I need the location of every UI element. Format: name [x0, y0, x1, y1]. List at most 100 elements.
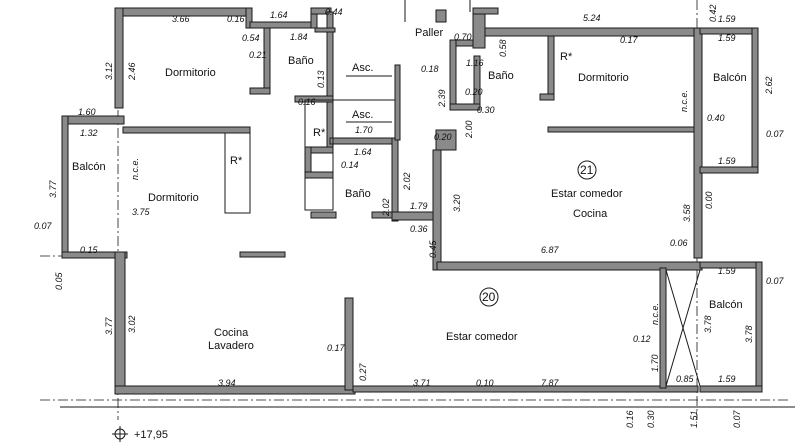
- dim-label: 2.46: [127, 62, 137, 81]
- nce-right-top: n.c.e.: [679, 90, 689, 112]
- dim-label: 0.15: [80, 245, 99, 255]
- level-value: +17,95: [134, 429, 168, 441]
- dim-label: 1.70: [355, 125, 373, 135]
- dim-label: 3.66: [172, 14, 190, 24]
- room-balcon-right-bottom: Balcón: [709, 299, 743, 311]
- dim-label: 2.02: [381, 198, 391, 217]
- dim-label: 0.13: [316, 70, 326, 88]
- nce-left: n.c.e.: [130, 158, 140, 180]
- dim-label: 0.58: [498, 39, 508, 57]
- dim-label: 1.64: [354, 147, 372, 157]
- dim-label: 0.00: [704, 191, 714, 209]
- room-cocina-lavadero-2: Lavadero: [208, 340, 254, 352]
- dim-label: 3.94: [218, 378, 236, 388]
- dim-label: 0.14: [341, 160, 359, 170]
- room-bano-mid: Baño: [345, 188, 371, 200]
- dim-label: 0.16: [298, 97, 316, 107]
- room-estar-20: Estar comedor: [446, 331, 518, 343]
- unit-number-20: 20: [482, 290, 496, 304]
- dim-label: 0.06: [670, 238, 688, 248]
- dim-label: 0.21: [249, 50, 267, 60]
- dim-label: 0.05: [54, 271, 64, 290]
- dim-label: 0.10: [476, 378, 494, 388]
- room-asc-1: Asc.: [352, 62, 373, 74]
- room-balcon-right-top: Balcón: [713, 72, 747, 84]
- dim-label: 0.20: [434, 132, 452, 142]
- room-labels: Dormitorio Baño Asc. Asc. Paller R* Baño…: [72, 27, 747, 352]
- dim-label: 1.84: [290, 32, 308, 42]
- dim-label: 0.30: [646, 410, 656, 428]
- room-bano-right: Baño: [488, 70, 514, 82]
- dim-label: 1.59: [718, 14, 736, 24]
- unit-markers: 21 20: [479, 160, 597, 307]
- dim-label: 0.07: [34, 221, 53, 231]
- room-r-star-3: R*: [560, 51, 573, 63]
- dim-label: 3.75: [132, 207, 151, 217]
- dimensions: 3.66 0.16 1.64 0.44 0.54 1.84 0.21 0.16 …: [34, 4, 785, 428]
- dim-label: 2.02: [402, 172, 412, 191]
- dim-label: 0.17: [327, 343, 346, 353]
- level-marker: +17,95: [112, 426, 168, 442]
- dim-label: 0.42: [708, 4, 718, 22]
- dim-label: 1.79: [410, 201, 428, 211]
- room-estar-21: Estar comedor: [551, 188, 623, 200]
- dim-label: 0.44: [325, 7, 343, 17]
- unit-number-21: 21: [580, 163, 594, 177]
- room-dormitorio-right: Dormitorio: [578, 72, 629, 84]
- dim-label: 0.85: [676, 374, 695, 384]
- dim-label: 1.70: [650, 354, 660, 372]
- dim-label: 1.64: [270, 10, 288, 20]
- dim-label: 2.00: [464, 120, 474, 139]
- dim-label: 3.71: [413, 378, 431, 388]
- dim-label: 3.78: [744, 325, 754, 343]
- dim-label: 0.54: [242, 33, 260, 43]
- dim-label: 2.62: [764, 76, 774, 95]
- dim-label: 3.77: [104, 316, 114, 335]
- walls: [61, 7, 763, 395]
- dim-label: 2.39: [437, 89, 447, 108]
- room-dormitorio-top-left: Dormitorio: [165, 67, 216, 79]
- room-bano-top: Baño: [288, 55, 314, 67]
- dim-label: 0.45: [428, 239, 438, 258]
- dim-label: 3.20: [452, 194, 462, 212]
- dim-label: 3.58: [682, 204, 692, 222]
- interior-lines: [224, 75, 701, 387]
- room-paller: Paller: [415, 27, 443, 39]
- dim-label: 0.20: [465, 87, 483, 97]
- room-cocina-lavadero-1: Cocina: [214, 327, 249, 339]
- dim-label: 1.59: [718, 156, 736, 166]
- dim-label: 0.36: [410, 224, 428, 234]
- dim-label: 0.40: [707, 113, 725, 123]
- dim-label: 3.77: [48, 179, 58, 198]
- dim-label: 0.07: [766, 129, 785, 139]
- dim-label: 6.87: [541, 245, 560, 255]
- dim-label: 0.18: [421, 64, 439, 74]
- room-asc-2: Asc.: [352, 109, 373, 121]
- dim-label: 0.27: [358, 362, 368, 381]
- room-cocina-21: Cocina: [573, 208, 608, 220]
- dim-label: 5.24: [583, 13, 601, 23]
- room-r-star-2: R*: [230, 155, 243, 167]
- dim-label: 0.17: [620, 35, 639, 45]
- dim-label: 0.07: [732, 409, 742, 428]
- dim-label: 0.30: [477, 105, 495, 115]
- room-balcon-left: Balcón: [72, 161, 106, 173]
- dim-label: 0.70: [454, 32, 472, 42]
- dim-label: 3.78: [703, 315, 713, 333]
- dim-label: 7.87: [541, 378, 560, 388]
- room-r-star-1: R*: [313, 127, 326, 139]
- dim-label: 1.60: [78, 107, 96, 117]
- dim-label: 1.32: [80, 128, 98, 138]
- dim-label: 3.12: [104, 62, 114, 80]
- nce-right-bottom: n.c.e.: [650, 303, 660, 325]
- dim-label: 1.59: [718, 374, 736, 384]
- dim-label: 0.07: [766, 276, 785, 286]
- dim-label: 1.59: [718, 33, 736, 43]
- dim-label: 0.12: [633, 334, 651, 344]
- dim-label: 1.51: [689, 410, 699, 428]
- dim-label: 0.16: [625, 410, 635, 428]
- dim-label: 3.02: [127, 315, 137, 333]
- dim-label: 0.16: [227, 14, 245, 24]
- dim-label: 1.59: [718, 266, 736, 276]
